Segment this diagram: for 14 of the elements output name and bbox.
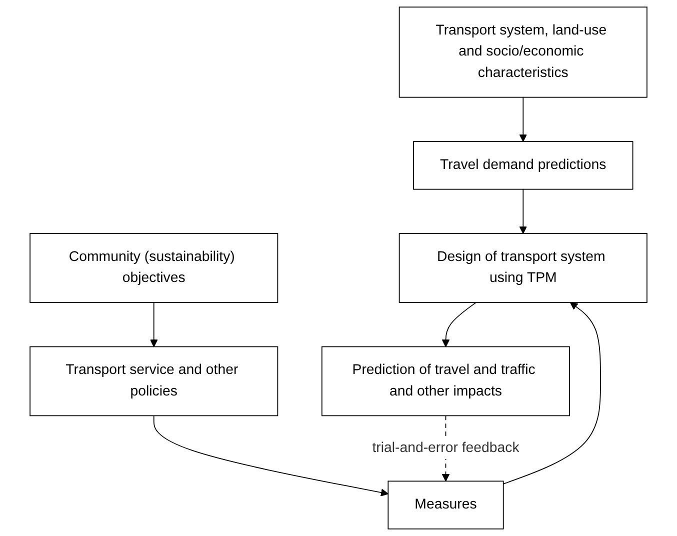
arrow bbox=[153, 415, 388, 496]
node-box: Transport system, land-use and socio/economic characteristics bbox=[398, 6, 648, 98]
node-box: Community (sustainability) objectives bbox=[30, 233, 278, 303]
node-box: Travel demand predictions bbox=[413, 141, 634, 190]
arrow bbox=[150, 302, 158, 348]
arrow bbox=[519, 188, 528, 234]
arrow bbox=[502, 302, 601, 484]
node-box: Transport service and other policies bbox=[30, 346, 278, 416]
node-box: Measures bbox=[388, 480, 504, 530]
arrow bbox=[519, 96, 528, 142]
edge-label: trial-and-error feedback bbox=[372, 440, 520, 456]
node-box: Design of transport system using TPM bbox=[398, 233, 648, 303]
arrow bbox=[442, 302, 476, 348]
node-box: Prediction of travel and traffic and other impacts bbox=[321, 346, 570, 416]
